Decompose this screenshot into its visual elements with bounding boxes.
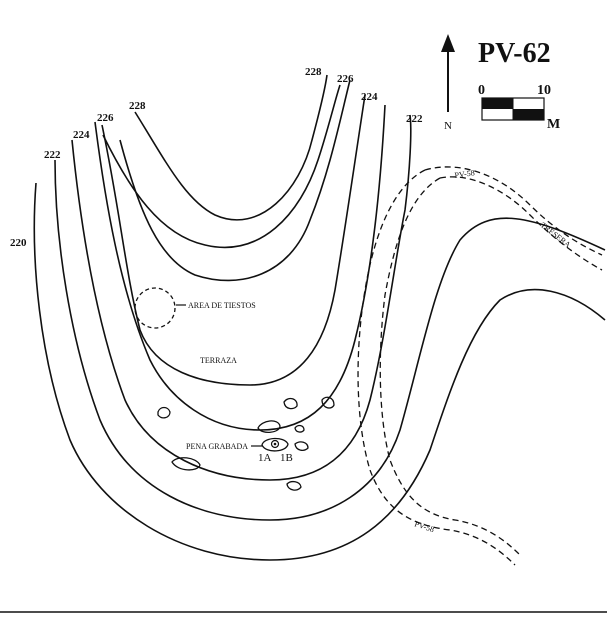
terraza-label: TERRAZA bbox=[200, 356, 237, 365]
contour-label: 226 bbox=[337, 73, 354, 85]
contour-line-228-outer bbox=[101, 94, 366, 386]
trail-label-tresera: TRESERA bbox=[539, 220, 573, 249]
rock-1a-label: 1A bbox=[258, 452, 272, 464]
contour-label: 224 bbox=[73, 129, 90, 141]
trail-label-pv58-lower: PV-58 bbox=[413, 519, 435, 534]
rock bbox=[257, 420, 281, 433]
rock bbox=[294, 424, 305, 433]
contour-line-226-inner bbox=[134, 74, 328, 221]
petroglyph-center-icon bbox=[273, 442, 277, 446]
petroglyph-icon bbox=[270, 439, 280, 449]
trail-pv58-inner bbox=[379, 177, 521, 556]
trails bbox=[357, 166, 603, 566]
trail-tresera-lower bbox=[439, 176, 603, 271]
rock bbox=[171, 457, 201, 471]
scale-bar-unit: M bbox=[547, 117, 560, 132]
area-de-tiestos: AREA DE TIESTOS bbox=[134, 287, 256, 329]
contour-label: 224 bbox=[361, 91, 378, 103]
rocks bbox=[157, 396, 335, 491]
rock bbox=[294, 441, 309, 451]
contour-line-224-outer bbox=[71, 114, 412, 481]
north-arrow-icon bbox=[441, 34, 455, 52]
contour-label: 222 bbox=[406, 113, 423, 125]
contour-label: 226 bbox=[97, 112, 114, 124]
contour-label: 228 bbox=[129, 100, 146, 112]
contour-line-226-outer bbox=[94, 104, 386, 431]
contour-labels: 220 222 224 226 228 228 226 224 222 bbox=[10, 66, 423, 249]
scale-bar-end: 10 bbox=[537, 83, 551, 98]
scale-bar: 0 10 M bbox=[478, 83, 560, 132]
area-de-tiestos-circle bbox=[134, 287, 176, 329]
rock-1b-label: 1B bbox=[280, 452, 293, 464]
contour-line-222-outer bbox=[54, 159, 606, 521]
rock bbox=[286, 480, 302, 491]
rock bbox=[321, 396, 335, 409]
contour-line-224-inner bbox=[102, 84, 341, 249]
north-label: N bbox=[444, 120, 452, 132]
trail-tresera-upper bbox=[424, 166, 603, 256]
contour-line-228-inner bbox=[119, 79, 351, 282]
pena-grabada-label: PENA GRABADA bbox=[186, 442, 248, 451]
contour-label: 228 bbox=[305, 66, 322, 78]
site-title: PV-62 bbox=[478, 38, 551, 69]
trail-label-pv58-upper: PV-58 bbox=[454, 168, 475, 180]
scale-bar-segment bbox=[482, 98, 513, 109]
contour-line-220 bbox=[33, 182, 606, 561]
contour-label: 222 bbox=[44, 149, 61, 161]
rock bbox=[283, 397, 298, 410]
scale-bar-segment bbox=[513, 109, 544, 120]
north-arrow: N bbox=[441, 34, 455, 132]
scale-bar-start: 0 bbox=[478, 83, 485, 98]
rock-pena-grabada bbox=[261, 437, 289, 452]
rock bbox=[157, 406, 171, 419]
contour-lines bbox=[33, 74, 606, 561]
area-de-tiestos-label: AREA DE TIESTOS bbox=[188, 301, 256, 310]
contour-label: 220 bbox=[10, 237, 27, 249]
trail-pv58-outer bbox=[357, 169, 516, 566]
